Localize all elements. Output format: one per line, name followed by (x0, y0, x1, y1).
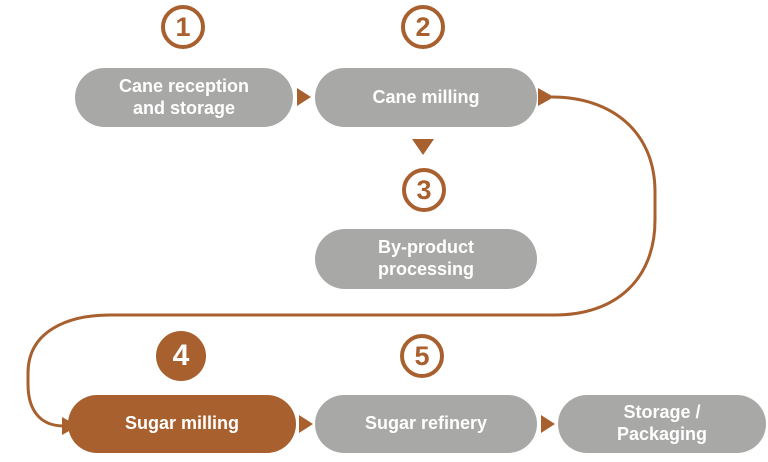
step-3-badge: 3 (402, 168, 446, 212)
arrow-down-2-3-icon (412, 139, 434, 155)
step-5-pill: Sugar refinery (315, 395, 537, 453)
step-4-badge: 4 (156, 331, 206, 381)
connector-start-arrow-icon (538, 88, 554, 106)
step-3-number: 3 (416, 174, 432, 205)
step-2-number: 2 (415, 11, 431, 42)
step-4-pill: Sugar milling (68, 395, 296, 453)
step-6-pill: Storage / Packaging (558, 395, 766, 453)
step-1-badge: 1 (161, 5, 205, 49)
step-3-pill: By-product processing (315, 229, 537, 289)
step-1-number: 1 (175, 11, 191, 42)
arrow-right-5-6-icon (541, 415, 555, 433)
step-1-pill: Cane reception and storage (75, 68, 293, 127)
step-2-badge: 2 (401, 5, 445, 49)
step-5-badge: 5 (400, 334, 444, 378)
arrow-right-4-5-icon (299, 415, 313, 433)
step-4-number: 4 (172, 339, 190, 372)
arrow-right-1-2-icon (297, 88, 311, 106)
step-5-number: 5 (414, 340, 430, 371)
step-2-pill: Cane milling (315, 68, 537, 127)
